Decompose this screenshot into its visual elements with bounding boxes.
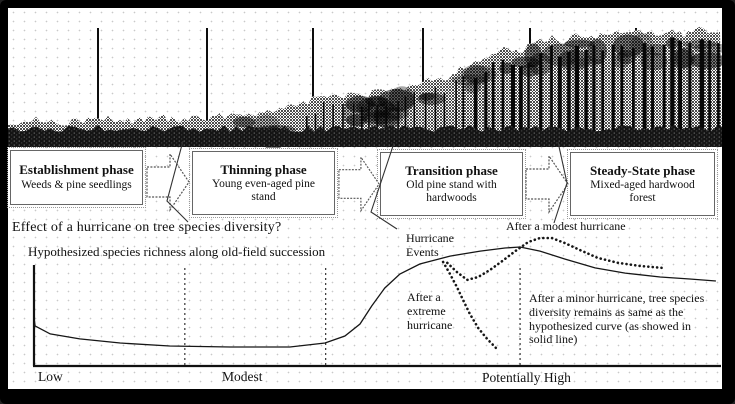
x-label-potentially-high: Potentially High (482, 370, 571, 385)
phase-desc: Old pine stand with hardwoods (406, 179, 497, 204)
phase-name: Establishment phase (19, 162, 134, 178)
phase-box-transition: Transition phase Old pine stand with har… (377, 149, 526, 219)
phase-box-steady-state: Steady-State phase Mixed-aged hardwood f… (567, 149, 718, 219)
phase-desc: Weeds & pine seedlings (21, 178, 132, 191)
question-text: Effect of a hurricane on tree species di… (12, 220, 282, 235)
phase-name: Transition phase (405, 162, 498, 178)
phase-box-thinning: Thinning phase Young even-aged pine stan… (189, 148, 338, 218)
phase-desc: Mixed-aged hardwood forest (590, 179, 695, 204)
after-minor-hurricane-note: After a minor hurricane, tree species di… (529, 291, 705, 347)
phase-name: Thinning phase (220, 161, 307, 177)
graph-subtitle: Hypothesized species richness along old-… (28, 244, 326, 259)
forest-succession-illustration (8, 26, 722, 148)
after-modest-hurricane-label: After a modest hurricane (506, 219, 626, 233)
phase-arrow-icon (525, 154, 569, 214)
phase-box-establishment: Establishment phase Weeds & pine seedlin… (7, 147, 146, 208)
tree-canopy (8, 26, 722, 148)
tree-trunks (306, 37, 720, 146)
phase-desc: Young even-aged pine stand (212, 178, 315, 203)
phase-arrow-icon (338, 155, 380, 213)
hurricane-events-label: Hurricane Events (406, 231, 454, 259)
after-extreme-hurricane-label: After a extreme hurricane (407, 290, 453, 332)
phase-name: Steady-State phase (589, 162, 696, 178)
x-label-low: Low (38, 369, 63, 384)
x-label-modest: Modest (222, 369, 263, 384)
phase-arrow-icon (146, 152, 190, 212)
